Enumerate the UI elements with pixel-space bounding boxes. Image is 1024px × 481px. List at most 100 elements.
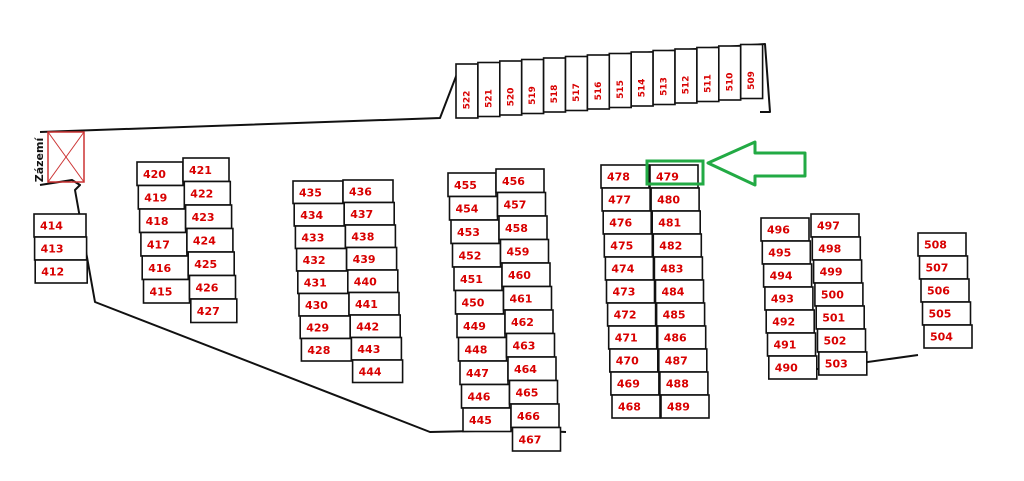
spot-450[interactable]: 450 xyxy=(454,289,505,315)
spot-428[interactable]: 428 xyxy=(300,337,353,362)
spot-493[interactable]: 493 xyxy=(764,286,814,311)
spot-440[interactable]: 440 xyxy=(346,269,399,294)
spot-486[interactable]: 486 xyxy=(656,325,707,350)
spot-464[interactable]: 464 xyxy=(507,356,557,382)
spot-497[interactable]: 497 xyxy=(810,213,860,238)
spot-506[interactable]: 506 xyxy=(920,278,970,303)
spot-507[interactable]: 507 xyxy=(918,255,969,280)
spot-512[interactable]: 512 xyxy=(674,48,698,104)
spot-459[interactable]: 459 xyxy=(499,238,550,264)
spot-445[interactable]: 445 xyxy=(462,407,512,433)
spot-502[interactable]: 502 xyxy=(816,328,867,353)
spot-446[interactable]: 446 xyxy=(460,383,511,409)
spot-499[interactable]: 499 xyxy=(812,259,863,284)
spot-514[interactable]: 514 xyxy=(630,51,654,107)
spot-504[interactable]: 504 xyxy=(923,324,973,349)
spot-425[interactable]: 425 xyxy=(187,251,235,277)
spot-469[interactable]: 469 xyxy=(610,371,660,396)
spot-480[interactable]: 480 xyxy=(650,187,700,212)
spot-496[interactable]: 496 xyxy=(760,217,810,242)
spot-498[interactable]: 498 xyxy=(811,236,862,261)
spot-508[interactable]: 508 xyxy=(917,232,967,257)
spot-474[interactable]: 474 xyxy=(604,256,655,281)
spot-465[interactable]: 465 xyxy=(508,379,559,405)
spot-431[interactable]: 431 xyxy=(296,270,349,295)
spot-427[interactable]: 427 xyxy=(190,298,238,324)
spot-489[interactable]: 489 xyxy=(660,394,710,419)
spot-475[interactable]: 475 xyxy=(603,233,654,258)
spot-432[interactable]: 432 xyxy=(295,247,348,272)
spot-421[interactable]: 421 xyxy=(182,157,230,183)
spot-430[interactable]: 430 xyxy=(298,292,350,317)
spot-456[interactable]: 456 xyxy=(495,168,545,194)
spot-461[interactable]: 461 xyxy=(502,285,553,311)
spot-426[interactable]: 426 xyxy=(188,274,237,300)
spot-451[interactable]: 451 xyxy=(453,266,503,292)
spot-414[interactable]: 414 xyxy=(33,213,87,238)
spot-453[interactable]: 453 xyxy=(450,219,500,245)
spot-420[interactable]: 420 xyxy=(136,161,184,187)
spot-447[interactable]: 447 xyxy=(459,360,509,386)
spot-520[interactable]: 520 xyxy=(498,60,523,116)
spot-466[interactable]: 466 xyxy=(510,403,560,429)
spot-484[interactable]: 484 xyxy=(654,279,705,304)
spot-434[interactable]: 434 xyxy=(293,202,346,227)
spot-422[interactable]: 422 xyxy=(183,180,232,206)
spot-444[interactable]: 444 xyxy=(351,359,404,384)
spot-415[interactable]: 415 xyxy=(142,278,191,304)
spot-442[interactable]: 442 xyxy=(349,314,402,339)
spot-419[interactable]: 419 xyxy=(137,184,186,210)
spot-462[interactable]: 462 xyxy=(504,309,554,335)
spot-458[interactable]: 458 xyxy=(498,215,548,241)
spot-438[interactable]: 438 xyxy=(344,224,397,249)
spot-473[interactable]: 473 xyxy=(605,279,656,304)
spot-517[interactable]: 517 xyxy=(564,55,589,112)
spot-423[interactable]: 423 xyxy=(184,204,233,230)
spot-488[interactable]: 488 xyxy=(659,371,709,396)
spot-516[interactable]: 516 xyxy=(586,54,611,110)
spot-449[interactable]: 449 xyxy=(456,313,506,339)
spot-492[interactable]: 492 xyxy=(765,309,816,334)
spot-454[interactable]: 454 xyxy=(448,195,499,221)
spot-437[interactable]: 437 xyxy=(343,201,396,226)
spot-485[interactable]: 485 xyxy=(655,302,706,327)
spot-416[interactable]: 416 xyxy=(141,255,189,281)
spot-418[interactable]: 418 xyxy=(138,208,187,234)
spot-463[interactable]: 463 xyxy=(505,332,556,358)
spot-509[interactable]: 509 xyxy=(739,43,764,100)
spot-424[interactable]: 424 xyxy=(186,227,234,253)
spot-521[interactable]: 521 xyxy=(477,61,501,118)
spot-413[interactable]: 413 xyxy=(33,236,88,261)
spot-452[interactable]: 452 xyxy=(451,242,502,268)
spot-470[interactable]: 470 xyxy=(608,348,659,373)
spot-412[interactable]: 412 xyxy=(34,259,89,284)
spot-476[interactable]: 476 xyxy=(602,210,653,235)
spot-495[interactable]: 495 xyxy=(761,240,812,265)
spot-501[interactable]: 501 xyxy=(815,305,866,330)
spot-490[interactable]: 490 xyxy=(767,355,818,380)
spot-471[interactable]: 471 xyxy=(607,325,658,350)
spot-482[interactable]: 482 xyxy=(652,233,703,258)
spot-487[interactable]: 487 xyxy=(657,348,708,373)
spot-435[interactable]: 435 xyxy=(292,180,344,205)
spot-513[interactable]: 513 xyxy=(652,49,676,106)
spot-441[interactable]: 441 xyxy=(348,291,400,316)
spot-439[interactable]: 439 xyxy=(345,246,398,271)
spot-472[interactable]: 472 xyxy=(606,302,657,327)
spot-448[interactable]: 448 xyxy=(457,336,508,362)
spot-417[interactable]: 417 xyxy=(140,231,188,257)
spot-468[interactable]: 468 xyxy=(611,394,661,419)
spot-491[interactable]: 491 xyxy=(766,332,817,357)
spot-511[interactable]: 511 xyxy=(696,46,720,103)
spot-515[interactable]: 515 xyxy=(608,52,632,109)
spot-505[interactable]: 505 xyxy=(921,301,972,326)
spot-433[interactable]: 433 xyxy=(294,225,347,250)
spot-522[interactable]: 522 xyxy=(455,63,479,119)
spot-436[interactable]: 436 xyxy=(342,179,394,204)
spot-481[interactable]: 481 xyxy=(651,210,702,235)
spot-467[interactable]: 467 xyxy=(511,426,562,452)
spot-503[interactable]: 503 xyxy=(817,351,868,376)
spot-510[interactable]: 510 xyxy=(717,45,742,101)
spot-443[interactable]: 443 xyxy=(350,336,403,361)
spot-519[interactable]: 519 xyxy=(520,58,545,115)
